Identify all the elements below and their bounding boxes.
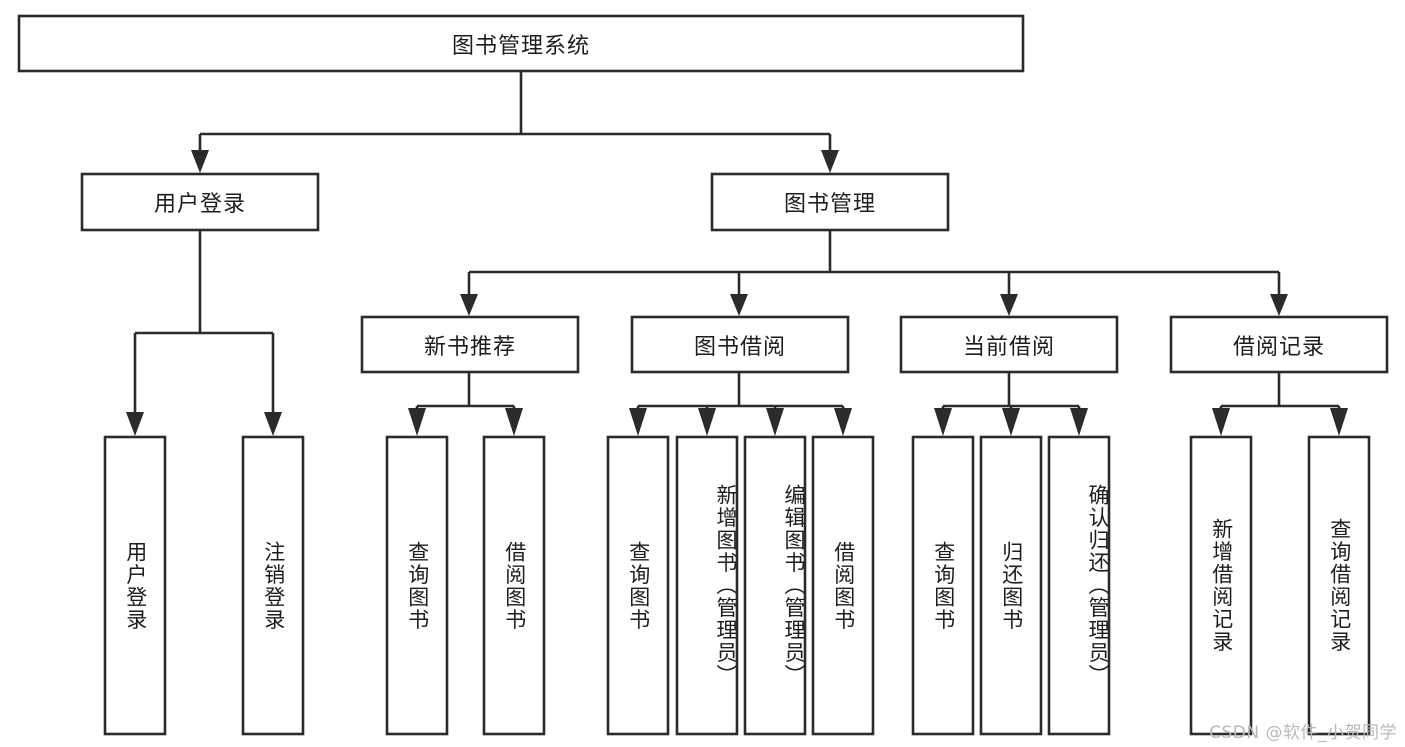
arrow-bb-leaf-1 [698,408,716,436]
arrow-bb-leaf-0 [629,408,647,436]
arrow-new-book-leaf-1 [505,408,523,436]
leaf-box-user-login-0[interactable] [103,435,167,736]
arrow-root-to-book-management [821,150,839,173]
arrow-root-to-user-login [191,150,209,173]
leaf-box-new-book-0[interactable] [385,435,449,736]
leaf-box-book-borrow-1[interactable] [675,435,739,736]
leaf-box-new-book-1[interactable] [482,435,546,736]
arrow-br-leaf-1 [1330,408,1348,436]
leaf-box-current-borrow-2[interactable] [1047,435,1111,736]
arrow-user-login-leaf-1 [264,412,282,436]
arrow-new-book-leaf-0 [408,408,426,436]
leaf-box-user-login-1[interactable] [241,435,305,736]
arrow-bb-leaf-3 [834,408,852,436]
leaf-box-book-borrow-2[interactable] [743,435,807,736]
arrow-bb-leaf-2 [766,408,784,436]
leaf-box-current-borrow-1[interactable] [979,435,1043,736]
arrow-user-login-leaf-0 [126,412,144,436]
arrow-br-leaf-0 [1212,408,1230,436]
leaf-box-current-borrow-0[interactable] [911,435,975,736]
node-box-user-login[interactable] [80,172,320,232]
node-box-borrow-record[interactable] [1169,315,1389,374]
arrow-bm-to-current-borrow [1000,294,1018,316]
arrow-cb-leaf-2 [1070,408,1088,436]
node-box-current-borrow[interactable] [899,315,1119,374]
node-box-root[interactable] [17,14,1025,73]
leaf-box-book-borrow-3[interactable] [811,435,875,736]
node-box-book-management[interactable] [710,172,950,232]
leaf-box-book-borrow-0[interactable] [606,435,670,736]
arrow-cb-leaf-0 [934,408,952,436]
arrow-cb-leaf-1 [1002,408,1020,436]
leaf-box-borrow-record-1[interactable] [1307,435,1371,736]
arrow-bm-to-new-book [460,294,478,316]
node-box-new-book-recommend[interactable] [360,315,580,374]
leaf-box-borrow-record-0[interactable] [1189,435,1253,736]
arrow-bm-to-borrow-record [1270,294,1288,316]
arrow-bm-to-book-borrow [730,294,748,316]
node-box-book-borrow[interactable] [630,315,850,374]
